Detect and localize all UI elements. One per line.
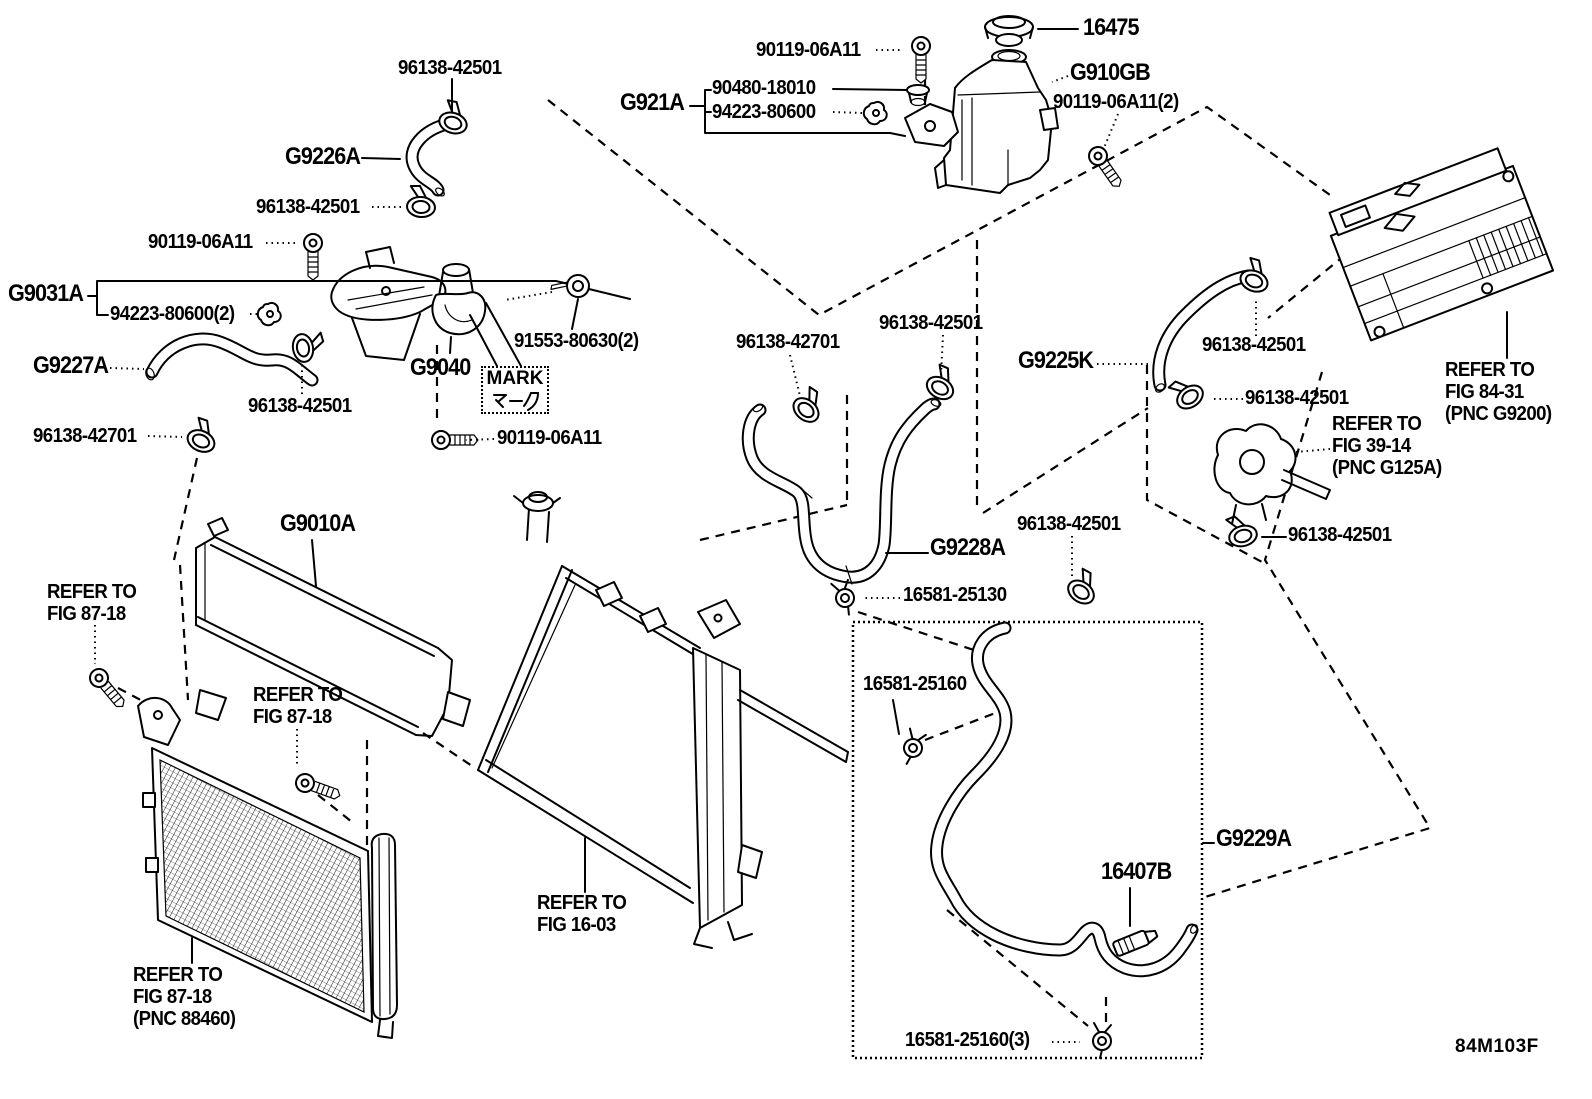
- figure-reference-line: FIG 87-18: [253, 706, 332, 728]
- inverter-unit-drawing: [1328, 147, 1555, 342]
- part-number-label[interactable]: G9031A: [8, 280, 84, 307]
- part-number-label[interactable]: 90119-06A11: [497, 427, 602, 449]
- figure-reference-line: REFER TO: [537, 892, 627, 914]
- part-number-label[interactable]: 90119-06A11: [148, 231, 253, 253]
- part-number-label[interactable]: 96138-42501: [1202, 334, 1306, 356]
- water-pump-drawing: [1213, 423, 1331, 525]
- bracket-g921a-drawing: [904, 84, 959, 147]
- part-number-label[interactable]: 91553-80630(2): [514, 330, 639, 352]
- part-number-label[interactable]: 96138-42501: [1245, 387, 1349, 409]
- hose-g9226a-drawing: [405, 117, 454, 197]
- figure-reference-line: (PNC G9200): [1445, 403, 1552, 425]
- hose-g9229a-drawing: [930, 621, 1199, 978]
- part-number-label[interactable]: G9010A: [280, 510, 356, 537]
- dotted-leader-lines: [94, 49, 1331, 1043]
- part-number-label[interactable]: 96138-42501: [256, 196, 360, 218]
- part-number-label[interactable]: 16581-25160(3): [905, 1029, 1030, 1051]
- water-outlet-assembly-drawing: [330, 246, 487, 361]
- part-number-label[interactable]: 96138-42701: [33, 425, 137, 447]
- inverter-radiator-g9010a-drawing: [195, 517, 471, 737]
- part-number-label[interactable]: G9227A: [33, 352, 109, 379]
- part-number-label[interactable]: 16475: [1083, 14, 1139, 41]
- part-number-label[interactable]: G9229A: [1216, 825, 1292, 852]
- part-number-label[interactable]: G9040: [410, 354, 471, 381]
- part-number-label[interactable]: 16581-25160: [863, 673, 967, 695]
- part-number-label[interactable]: 96138-42501: [879, 312, 983, 334]
- figure-reference-line: (PNC 88460): [133, 1008, 236, 1030]
- part-number-label[interactable]: 90480-18010: [712, 77, 816, 99]
- part-number-label[interactable]: G9228A: [930, 534, 1006, 561]
- part-number-label[interactable]: 96138-42501: [1288, 524, 1392, 546]
- mark-annotation-box: MARK マーク: [481, 366, 549, 414]
- figure-reference-line: FIG 16-03: [537, 914, 616, 936]
- figure-reference-line: FIG 39-14: [1332, 435, 1411, 457]
- hose-g9228a-drawing: [741, 397, 942, 585]
- hose-g9227a-drawing: [145, 332, 319, 387]
- part-number-label[interactable]: 96138-42501: [398, 57, 502, 79]
- reservoir-tank-g910gb-drawing: [934, 49, 1059, 194]
- mark-label-en: MARK: [486, 368, 544, 389]
- mark-kana-glyphs: [493, 392, 539, 411]
- figure-reference-line: FIG 87-18: [47, 603, 126, 625]
- part-number-label[interactable]: 96138-42501: [248, 395, 352, 417]
- figure-reference-line: REFER TO: [1332, 413, 1422, 435]
- part-number-label[interactable]: G921A: [620, 89, 685, 116]
- condenser-drawing: [137, 689, 398, 1039]
- mark-label-jp: マーク: [483, 389, 547, 411]
- hose-g9225k-drawing: [1152, 269, 1255, 393]
- part-number-label[interactable]: 96138-42501: [1017, 513, 1121, 535]
- figure-reference-line: REFER TO: [1445, 359, 1535, 381]
- part-number-label[interactable]: 16581-25130: [903, 584, 1007, 606]
- figure-code: 84M103F: [1455, 1036, 1539, 1057]
- leader-lines: [87, 28, 1508, 964]
- figure-reference-line: REFER TO: [47, 581, 137, 603]
- part-number-label[interactable]: 16407B: [1101, 858, 1172, 885]
- figure-reference-line: (PNC G125A): [1332, 457, 1442, 479]
- part-number-label[interactable]: 94223-80600: [712, 101, 816, 123]
- part-number-label[interactable]: 94223-80600(2): [110, 303, 235, 325]
- part-number-label[interactable]: G9226A: [285, 143, 361, 170]
- figure-reference-line: REFER TO: [133, 964, 223, 986]
- part-number-label[interactable]: G910GB: [1070, 59, 1151, 86]
- part-number-label[interactable]: G9225K: [1018, 347, 1094, 374]
- detail-box-g9229a: [851, 620, 1204, 1060]
- part-number-label[interactable]: 96138-42701: [736, 331, 840, 353]
- main-radiator-drawing: [477, 491, 849, 949]
- part-number-label[interactable]: 90119-06A11: [756, 39, 861, 61]
- reservoir-cap-16475-drawing: [984, 15, 1034, 47]
- figure-reference-line: FIG 84-31: [1445, 381, 1524, 403]
- figure-reference-line: FIG 87-18: [133, 986, 212, 1008]
- joint-nozzle-16407b-drawing: [1112, 929, 1159, 957]
- figure-reference-line: REFER TO: [253, 684, 343, 706]
- part-number-label[interactable]: 90119-06A11(2): [1053, 91, 1179, 113]
